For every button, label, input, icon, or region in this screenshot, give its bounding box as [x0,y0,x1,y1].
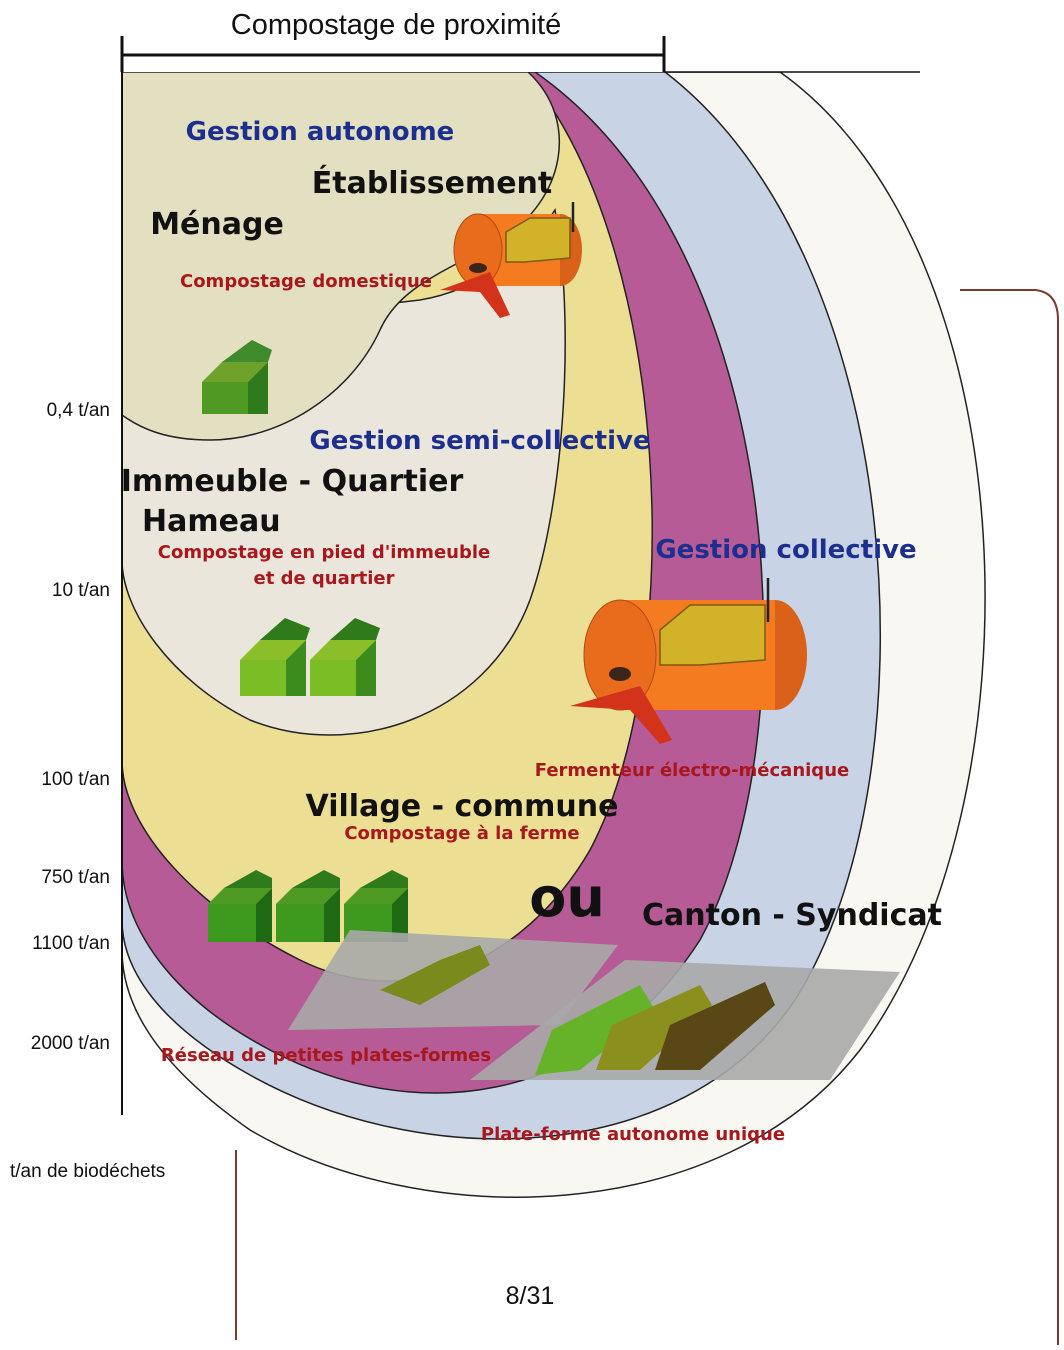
compost-bin-icon [240,618,310,696]
axis-unit-label: t/an de biodéchets [10,1161,165,1182]
label-plateforme-unique: Plate-forme autonome unique [481,1124,785,1145]
axis-tick: 1100 t/an [32,933,110,954]
header-bracket [120,36,920,73]
axis-tick: 2000 t/an [31,1033,110,1054]
label-canton-syndicat: Canton - Syndicat [642,898,942,933]
large-fermenter-icon [570,578,807,744]
label-ou: ou [529,866,605,929]
axis-tick: 750 t/an [41,867,110,888]
small-platform-icon [288,930,618,1030]
compost-bin-icon [208,870,272,942]
label-compostage-quartier: et de quartier [253,568,394,589]
large-platform-icon [470,960,900,1080]
label-village-commune: Village - commune [306,789,619,824]
compost-bin-icon [310,618,380,696]
label-gestion-collective: Gestion collective [655,535,916,565]
label-compostage-domestique: Compostage domestique [180,271,432,292]
label-immeuble-quartier: Immeuble - Quartier [121,464,464,499]
label-menage: Ménage [150,207,284,242]
small-fermenter-icon [440,202,582,318]
page-frame-line [235,289,1059,1345]
label-compostage-ferme: Compostage à la ferme [344,823,579,844]
label-compostage-pied-immeuble: Compostage en pied d'immeuble [158,542,490,563]
axis-tick: 100 t/an [41,769,110,790]
label-reseau-petites-plateformes: Réseau de petites plates-formes [161,1045,491,1066]
band-autonome [122,72,560,441]
axis-tick: 10 t/an [52,580,110,601]
label-gestion-semi-collective: Gestion semi-collective [309,426,650,456]
page-number: 8/31 [506,1282,555,1310]
label-fermenteur: Fermenteur électro-mécanique [535,760,849,781]
compost-bin-icon [202,340,272,414]
label-gestion-autonome: Gestion autonome [186,117,455,147]
compost-bin-icon [276,870,340,942]
label-etablissement: Établissement [312,165,552,201]
header-title: Compostage de proximité [231,9,561,41]
axis-tick: 0,4 t/an [47,400,110,421]
label-hameau: Hameau [142,504,281,539]
